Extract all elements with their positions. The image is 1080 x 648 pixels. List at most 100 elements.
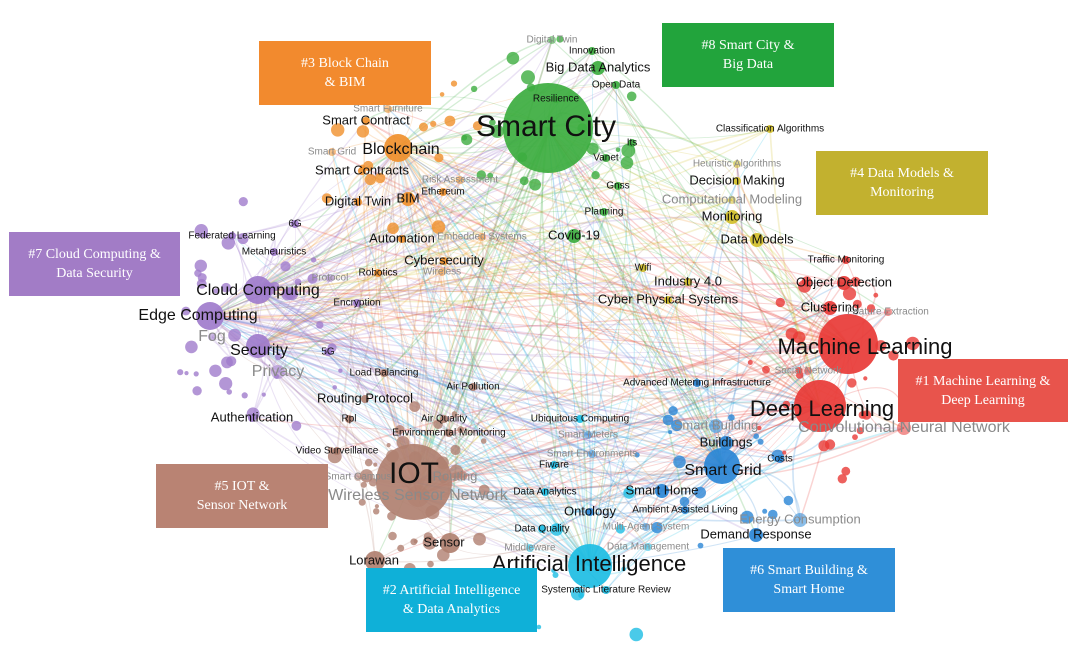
edge: [257, 289, 591, 513]
edge: [211, 147, 399, 338]
minor-node: [373, 508, 380, 515]
edge: [257, 289, 450, 434]
keyword-node: [328, 148, 336, 156]
edge: [209, 267, 644, 318]
edge: [397, 147, 474, 388]
keyword-label: Feature Extraction: [847, 307, 929, 318]
edge: [257, 260, 445, 350]
keyword-node: [749, 528, 763, 542]
edge: [547, 127, 781, 460]
edge: [687, 281, 821, 407]
minor-node: [221, 282, 231, 293]
edge: [361, 170, 849, 345]
keyword-label: Classification Algorithms: [716, 124, 824, 135]
keyword-label: Ubiquitous Computing: [531, 414, 629, 425]
keyword-node: [804, 367, 812, 375]
keyword-node: [358, 167, 366, 175]
keyword-label: Multi-Agent System: [603, 522, 690, 533]
edge: [401, 238, 427, 483]
edge: [209, 315, 607, 591]
edge: [231, 235, 591, 567]
edge: [547, 127, 757, 536]
edge: [257, 307, 831, 347]
keyword-label: Smart Grid: [308, 147, 356, 158]
edge: [615, 84, 849, 345]
edge: [231, 127, 549, 237]
minor-node: [536, 624, 542, 630]
edge: [397, 147, 451, 544]
keyword-label: IOT: [389, 457, 439, 490]
edge: [347, 147, 399, 203]
keyword-node: [642, 523, 650, 531]
edge: [417, 267, 644, 497]
edge: [331, 151, 591, 567]
minor-node: [668, 430, 673, 435]
edge: [443, 260, 821, 407]
edge: [413, 259, 847, 483]
cluster-label-line: & BIM: [324, 75, 366, 90]
edge: [449, 405, 821, 544]
minor-node: [358, 498, 366, 506]
edge: [209, 311, 889, 327]
minor-node: [395, 425, 405, 435]
minor-node: [866, 304, 876, 313]
edge: [336, 343, 849, 452]
edge: [257, 239, 276, 291]
keyword-label: Its: [627, 138, 638, 149]
minor-node: [651, 522, 663, 534]
minor-node: [476, 170, 486, 180]
edge: [417, 490, 663, 517]
minor-node: [552, 572, 559, 578]
edge: [397, 147, 847, 261]
minor-node: [850, 276, 861, 287]
cluster-label-line: Data Security: [56, 266, 133, 281]
edge: [257, 289, 445, 420]
minor-node: [226, 356, 237, 367]
edge: [551, 39, 849, 345]
keyword-node: [538, 525, 546, 533]
keyword-node: [248, 414, 256, 422]
edge: [348, 147, 399, 420]
edge: [589, 427, 905, 567]
keyword-node: [614, 182, 622, 190]
keyword-node: [568, 544, 612, 588]
edge: [756, 239, 821, 407]
keyword-label: Ethereum: [421, 187, 464, 198]
edge: [257, 235, 575, 347]
edge: [573, 235, 849, 345]
minor-node: [316, 321, 324, 329]
edge: [481, 236, 849, 345]
minor-node: [226, 389, 232, 395]
edge: [257, 345, 350, 420]
edge: [273, 147, 399, 253]
keyword-node: [793, 513, 807, 527]
edge: [443, 260, 591, 567]
minor-node: [439, 92, 445, 97]
keyword-label: Wifi: [635, 263, 652, 274]
edge: [529, 405, 821, 549]
edge: [605, 157, 849, 345]
keyword-label: Social Network: [775, 366, 843, 377]
edge: [454, 461, 723, 478]
keyword-label: Fiware: [539, 460, 569, 471]
cluster-label-line: #4 Data Models &: [850, 166, 954, 181]
minor-node: [673, 455, 686, 469]
keyword-node: [353, 299, 361, 307]
keyword-node: [584, 431, 592, 439]
minor-node: [837, 474, 847, 484]
edge: [597, 67, 849, 345]
edge: [257, 289, 849, 346]
minor-node: [875, 340, 887, 352]
minor-node: [275, 353, 282, 361]
edge: [257, 345, 543, 530]
edge: [257, 289, 366, 400]
keyword-node: [362, 117, 370, 125]
edge: [209, 157, 607, 317]
edge: [257, 157, 607, 347]
minor-node: [209, 364, 222, 377]
edge: [538, 127, 591, 567]
edge: [547, 127, 831, 309]
edge: [547, 127, 849, 345]
keyword-label: Resilience: [533, 94, 580, 105]
